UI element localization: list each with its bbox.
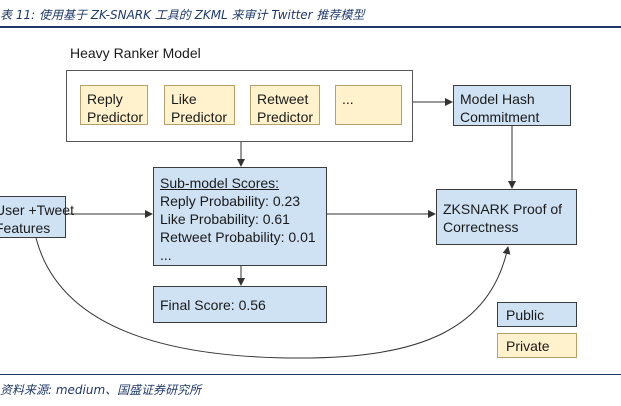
model-hash-box: Model Hash Commitment: [453, 85, 571, 126]
like-predictor-line2: Predictor: [171, 109, 228, 125]
heavy-ranker-frame: Reply Predictor Like Predictor Retweet P…: [66, 70, 413, 142]
retweet-probability: Retweet Probability: 0.01: [160, 229, 316, 245]
like-predictor-box: Like Predictor: [164, 85, 235, 125]
like-probability: Like Probability: 0.61: [160, 211, 290, 227]
retweet-predictor-line2: Predictor: [257, 109, 314, 125]
like-predictor-line1: Like: [171, 91, 197, 107]
source-note: 资料来源: medium、国盛证券研究所: [0, 383, 202, 397]
caption-rule: [0, 26, 621, 28]
zk-proof-line1: ZKSNARK Proof of: [443, 201, 563, 217]
model-hash-line1: Model Hash: [460, 91, 535, 107]
more-predictors-line1: ...: [342, 91, 354, 107]
more-scores: ...: [160, 247, 172, 263]
final-score-box: Final Score: 0.56: [153, 286, 327, 323]
legend-public: Public: [497, 302, 577, 327]
legend-private-label: Private: [506, 338, 550, 354]
retweet-predictor-box: Retweet Predictor: [250, 85, 320, 125]
zk-proof-line2: Correctness: [443, 219, 519, 235]
scores-heading: Sub-model Scores:: [160, 175, 280, 191]
retweet-predictor-line1: Retweet: [257, 91, 309, 107]
submodel-scores-box: Sub-model Scores: Reply Probability: 0.2…: [153, 167, 327, 266]
reply-predictor-box: Reply Predictor: [80, 85, 148, 125]
reply-predictor-line2: Predictor: [87, 109, 144, 125]
figure-caption: 表 11: 使用基于 ZK-SNARK 工具的 ZKML 来审计 Twitter…: [0, 8, 365, 22]
arrow-user-curve-to-proof: [35, 237, 511, 359]
legend-private: Private: [497, 333, 577, 358]
reply-probability: Reply Probability: 0.23: [160, 193, 301, 209]
legend-public-label: Public: [506, 307, 545, 323]
user-features-box: User +Tweet Features: [0, 196, 74, 238]
final-score-text: Final Score: 0.56: [160, 297, 266, 313]
zk-proof-box: ZKSNARK Proof of Correctness: [436, 189, 577, 245]
reply-predictor-line1: Reply: [87, 91, 123, 107]
user-features-line1: User +Tweet: [0, 202, 74, 218]
source-rule: [0, 374, 621, 375]
model-hash-line2: Commitment: [460, 109, 540, 125]
user-features-line2: Features: [0, 220, 51, 236]
more-predictors-box: ...: [335, 85, 402, 125]
heavy-ranker-title: Heavy Ranker Model: [70, 45, 201, 61]
